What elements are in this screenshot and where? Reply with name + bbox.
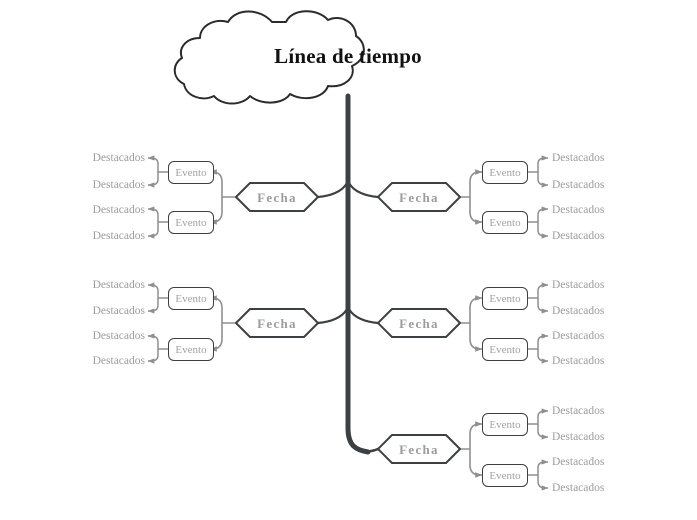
root-node[interactable]: Línea de tiempo: [212, 8, 484, 104]
event-node-right-1-b[interactable]: Evento: [482, 211, 528, 234]
event-to-highlights-l1a: [147, 155, 168, 173]
event-to-highlights-r2b: [528, 333, 549, 350]
fecha-to-events-right-3: [460, 421, 483, 450]
highlight-left-1-a-1[interactable]: Destacados: [92, 152, 145, 164]
trunk-stem-right-1: [347, 181, 380, 199]
event-node-right-1-a[interactable]: Evento: [482, 161, 528, 184]
event-to-highlights-l1b: [147, 206, 168, 223]
date-node-label: Fecha: [399, 190, 439, 205]
event-to-highlights-l2b: [147, 333, 168, 350]
highlight-right-1-a-2[interactable]: Destacados: [552, 179, 605, 191]
fecha-to-events-right-1: [460, 169, 483, 198]
event-to-highlights-r3b: [528, 459, 549, 476]
date-node-left-1[interactable]: Fecha: [236, 183, 318, 213]
event-node-right-2-a[interactable]: Evento: [482, 287, 528, 310]
highlight-right-2-b-1[interactable]: Destacados: [552, 330, 605, 342]
highlight-right-2-a-2[interactable]: Destacados: [552, 305, 605, 317]
event-node-left-2-a[interactable]: Evento: [168, 287, 214, 310]
trunk-stem-right-3: [364, 447, 380, 454]
event-to-highlights-r1a2: [537, 172, 549, 188]
event-to-highlights-r2b2: [537, 349, 549, 364]
event-node-left-1-a[interactable]: Evento: [168, 161, 214, 184]
highlight-right-3-b-2[interactable]: Destacados: [552, 482, 605, 494]
event-to-highlights-r1b: [528, 206, 549, 223]
highlight-right-1-b-2[interactable]: Destacados: [552, 230, 605, 242]
date-node-label: Fecha: [257, 316, 297, 331]
highlight-left-2-a-2[interactable]: Destacados: [92, 305, 145, 317]
date-node-left-2[interactable]: Fecha: [236, 309, 318, 339]
highlight-right-3-b-1[interactable]: Destacados: [552, 456, 605, 468]
event-to-highlights-r3a: [528, 408, 549, 425]
fecha-to-events-right-1b: [469, 197, 483, 225]
highlight-left-2-b-1[interactable]: Destacados: [92, 330, 145, 342]
highlight-left-2-b-2[interactable]: Destacados: [92, 355, 145, 367]
event-to-highlights-r3a2: [537, 424, 549, 440]
fecha-to-events-right-3b: [469, 449, 483, 478]
date-node-label: Fecha: [257, 190, 297, 205]
highlight-left-1-a-2[interactable]: Destacados: [92, 179, 145, 191]
event-node-right-2-b[interactable]: Evento: [482, 338, 528, 361]
date-node-right-2[interactable]: Fecha: [378, 309, 460, 339]
event-node-left-1-b[interactable]: Evento: [168, 211, 214, 234]
event-to-highlights-l1b2: [147, 222, 159, 239]
highlight-left-2-a-1[interactable]: Destacados: [92, 279, 145, 291]
event-to-highlights-r2a: [528, 282, 549, 299]
event-to-highlights-r1b2: [537, 222, 549, 239]
event-to-highlights-l2a2: [147, 298, 159, 314]
event-to-highlights-r1a: [528, 155, 549, 173]
highlight-left-1-b-1[interactable]: Destacados: [92, 204, 145, 216]
event-to-highlights-r3b2: [537, 475, 549, 491]
trunk-stem-right-2: [347, 307, 380, 325]
highlight-right-1-a-1[interactable]: Destacados: [552, 152, 605, 164]
date-node-label: Fecha: [399, 316, 439, 331]
trunk-stem-left-2: [316, 307, 349, 325]
event-node-right-3-a[interactable]: Evento: [482, 413, 528, 436]
date-node-label: Fecha: [399, 442, 439, 457]
trunk-stem-left-1: [316, 181, 349, 199]
highlight-right-2-b-2[interactable]: Destacados: [552, 355, 605, 367]
highlight-left-1-b-2[interactable]: Destacados: [92, 230, 145, 242]
highlight-right-1-b-1[interactable]: Destacados: [552, 204, 605, 216]
date-node-right-1[interactable]: Fecha: [378, 183, 460, 213]
event-to-highlights-l2a: [147, 282, 168, 299]
fecha-to-events-right-2: [460, 295, 483, 324]
event-node-right-3-b[interactable]: Evento: [482, 464, 528, 487]
page-title: Línea de tiempo: [274, 43, 422, 68]
fecha-to-events-right-2b: [469, 323, 483, 352]
main-trunk: [345, 93, 371, 455]
event-to-highlights-r2a2: [537, 298, 549, 314]
highlight-right-2-a-1[interactable]: Destacados: [552, 279, 605, 291]
highlight-right-3-a-1[interactable]: Destacados: [552, 405, 605, 417]
event-to-highlights-l2b2: [147, 349, 159, 364]
event-to-highlights-l1a2: [147, 172, 159, 188]
date-node-right-3[interactable]: Fecha: [378, 435, 460, 465]
highlight-right-3-a-2[interactable]: Destacados: [552, 431, 605, 443]
event-node-left-2-b[interactable]: Evento: [168, 338, 214, 361]
